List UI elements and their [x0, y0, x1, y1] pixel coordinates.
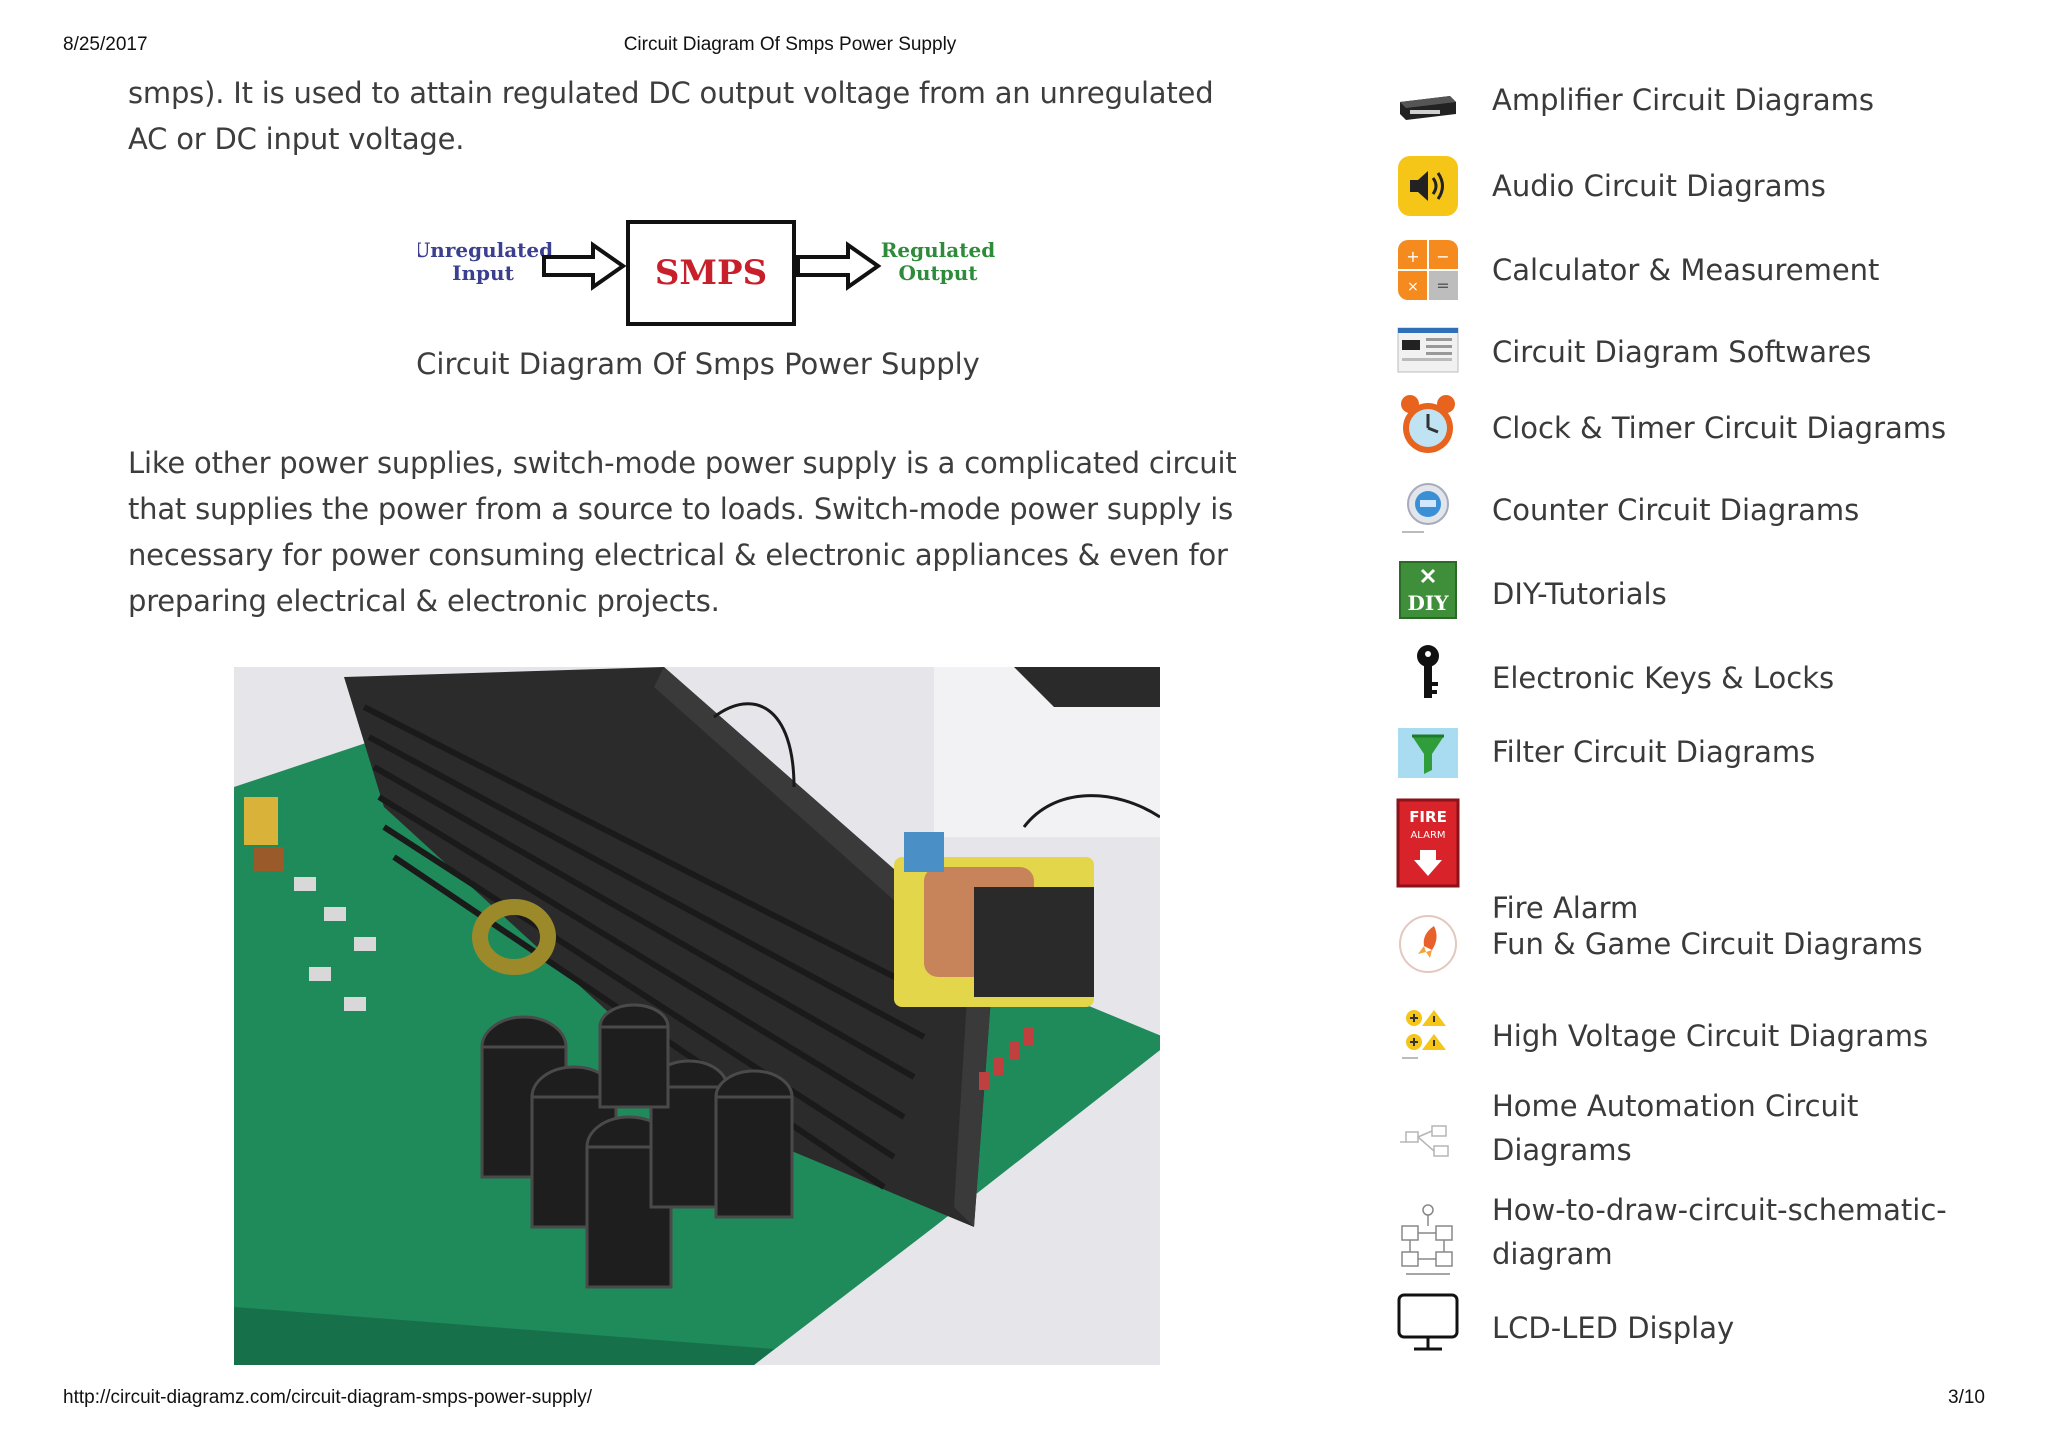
- category-label: Circuit Diagram Softwares: [1492, 335, 1872, 369]
- svg-text:−: −: [1436, 247, 1449, 266]
- article-paragraph: Like other power supplies, switch-mode p…: [128, 446, 1237, 618]
- svg-text:×: ×: [1407, 279, 1419, 295]
- category-label: Electronic Keys & Locks: [1492, 661, 1835, 695]
- rocket-icon: [1396, 912, 1460, 976]
- category-label: Fire Alarm: [1492, 891, 1639, 925]
- print-url: http://circuit-diagramz.com/circuit-diag…: [63, 1387, 592, 1408]
- category-label: DIY-Tutorials: [1492, 577, 1667, 611]
- schematic-icon: [1396, 1202, 1460, 1280]
- smps-board-photo: [234, 667, 1160, 1365]
- category-label: Clock & Timer Circuit Diagrams: [1492, 411, 1947, 445]
- category-label: Home Automation Circuit Diagrams: [1492, 1089, 1859, 1167]
- output-arrow-icon: [796, 241, 882, 291]
- category-label: Audio Circuit Diagrams: [1492, 169, 1826, 203]
- category-label: Filter Circuit Diagrams: [1492, 735, 1816, 769]
- svg-text:=: =: [1436, 276, 1449, 295]
- calculator-icon: + − × =: [1396, 238, 1460, 302]
- page-number: 3/10: [1948, 1387, 1985, 1408]
- svg-text:ALARM: ALARM: [1410, 830, 1445, 841]
- amplifier-icon: [1396, 78, 1460, 142]
- home-automation-icon: [1396, 1112, 1460, 1176]
- diagram-input-label: Input: [452, 261, 514, 285]
- svg-text:DIY: DIY: [1408, 591, 1450, 615]
- funnel-icon: [1396, 726, 1460, 790]
- high-voltage-icon: [1396, 1000, 1460, 1064]
- diagram-box-label: SMPS: [655, 253, 767, 293]
- svg-text:FIRE: FIRE: [1409, 808, 1447, 826]
- category-label: High Voltage Circuit Diagrams: [1492, 1019, 1929, 1053]
- input-arrow-icon: [542, 241, 627, 291]
- monitor-icon: [1396, 1292, 1460, 1356]
- speaker-icon: [1396, 154, 1460, 218]
- alarm-clock-icon: [1396, 392, 1460, 456]
- category-label: Fun & Game Circuit Diagrams: [1492, 927, 1923, 961]
- print-date: 8/25/2017: [63, 34, 148, 55]
- counter-icon: [1396, 474, 1460, 538]
- category-label: Amplifier Circuit Diagrams: [1492, 83, 1875, 117]
- diy-icon: DIY: [1396, 558, 1460, 622]
- smps-box: [626, 220, 796, 326]
- diagram-input-label: Unregulated: [418, 238, 553, 262]
- category-label: How-to-draw-circuit-schematic-diagram: [1492, 1193, 1947, 1271]
- smps-block-diagram: Unregulated Input SMPS Regulated Output: [418, 200, 1118, 400]
- software-window-icon: [1396, 318, 1460, 382]
- category-label: Calculator & Measurement: [1492, 253, 1880, 287]
- svg-text:+: +: [1406, 247, 1419, 266]
- print-page-title: Circuit Diagram Of Smps Power Supply: [623, 34, 957, 55]
- key-icon: [1396, 642, 1460, 706]
- diagram-output-label: Output: [899, 261, 979, 285]
- category-label: LCD-LED Display: [1492, 1311, 1735, 1345]
- article-paragraph: smps). It is used to attain regulated DC…: [128, 76, 1214, 156]
- figure-caption: Circuit Diagram Of Smps Power Supply: [416, 347, 980, 381]
- category-label: Counter Circuit Diagrams: [1492, 493, 1860, 527]
- fire-alarm-icon: FIRE ALARM: [1396, 798, 1460, 888]
- diagram-output-label: Regulated: [881, 238, 995, 262]
